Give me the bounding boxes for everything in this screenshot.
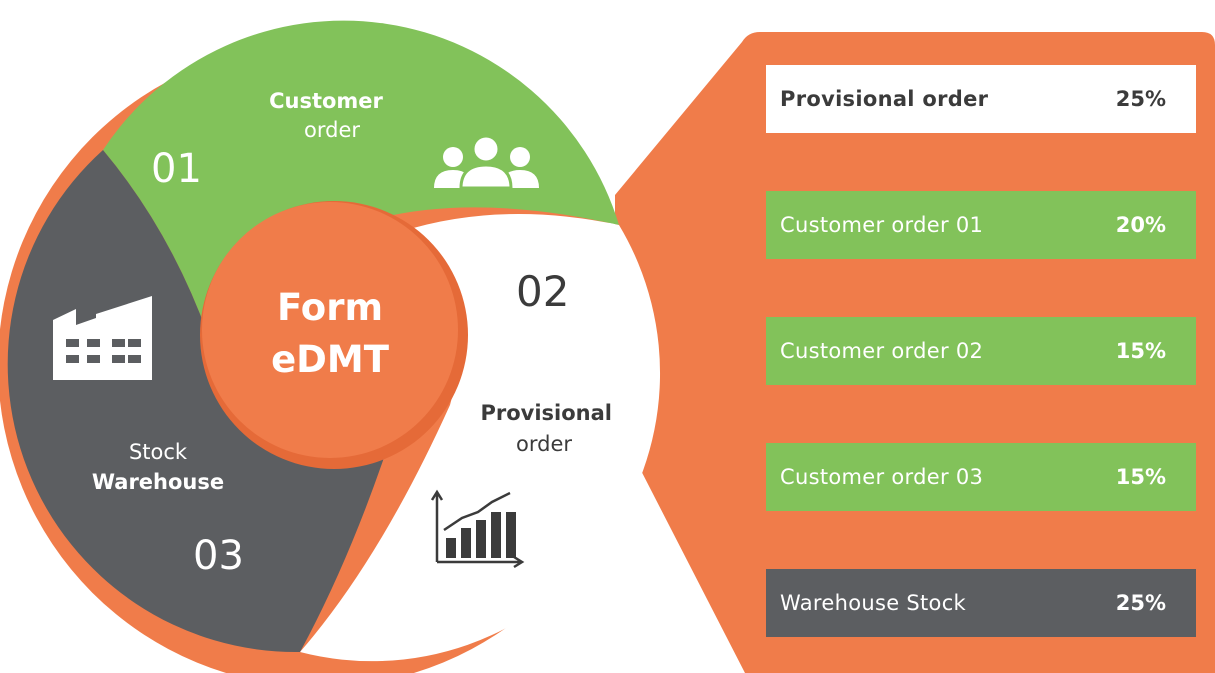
breakdown-row-warehouse-stock: Warehouse Stock 25% bbox=[766, 569, 1196, 637]
breakdown-label: Provisional order bbox=[780, 87, 989, 111]
segment-03-title-bold: Warehouse bbox=[92, 470, 224, 494]
segment-02-number: 02 bbox=[516, 267, 569, 316]
people-icon bbox=[434, 134, 539, 190]
breakdown-label: Customer order 01 bbox=[780, 213, 984, 237]
segment-stock-warehouse bbox=[7, 150, 390, 653]
segment-01-number: 01 bbox=[151, 146, 202, 192]
breakdown-row-customer-order-02: Customer order 02 15% bbox=[766, 317, 1196, 385]
bar-chart-icon bbox=[430, 489, 525, 569]
center-title-line2: eDMT bbox=[271, 338, 390, 381]
center-title-line1: Form bbox=[277, 286, 383, 329]
breakdown-value: 20% bbox=[1115, 213, 1166, 237]
center-hub bbox=[202, 202, 458, 458]
segment-provisional-order bbox=[300, 214, 661, 662]
building-icon bbox=[53, 296, 152, 380]
breakdown-label: Customer order 02 bbox=[780, 339, 984, 363]
segment-03-title-rest: Stock bbox=[129, 440, 188, 464]
breakdown-value: 25% bbox=[1115, 87, 1166, 111]
segment-02-title-rest: order bbox=[516, 432, 572, 456]
breakdown-row-customer-order-01: Customer order 01 20% bbox=[766, 191, 1196, 259]
breakdown-value: 15% bbox=[1115, 465, 1166, 489]
breakdown-value: 15% bbox=[1115, 339, 1166, 363]
breakdown-row-customer-order-03: Customer order 03 15% bbox=[766, 443, 1196, 511]
breakdown-value: 25% bbox=[1115, 591, 1166, 615]
segment-03-number: 03 bbox=[193, 533, 244, 579]
segment-01-title-rest: order bbox=[304, 118, 360, 142]
segment-02-title-bold: Provisional bbox=[480, 401, 612, 425]
breakdown-label: Customer order 03 bbox=[780, 465, 984, 489]
breakdown-label: Warehouse Stock bbox=[780, 591, 967, 615]
breakdown-row-provisional-order: Provisional order 25% bbox=[766, 65, 1196, 133]
segment-01-title-bold: Customer bbox=[269, 89, 383, 113]
